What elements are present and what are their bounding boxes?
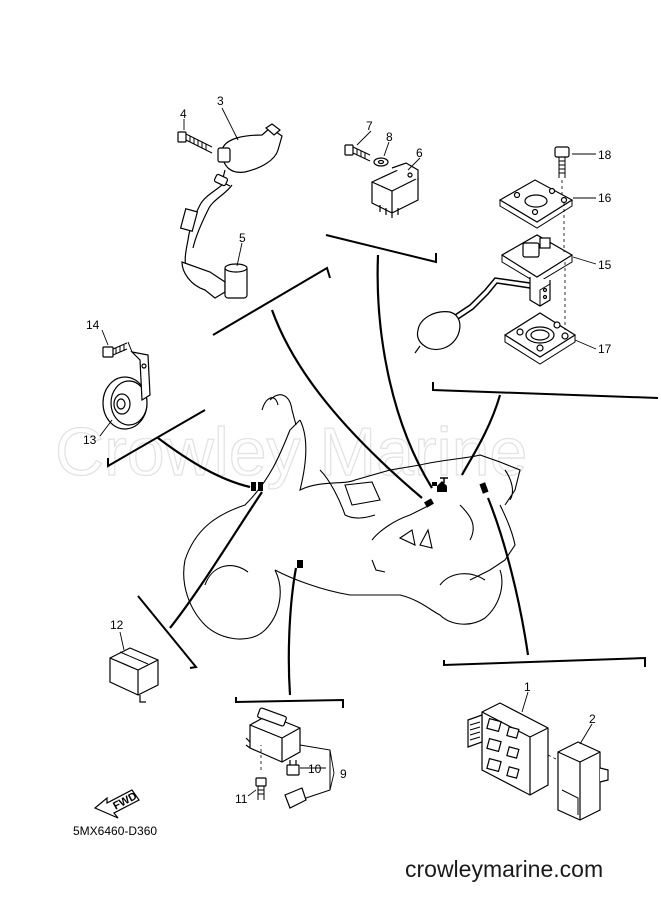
callout-15: 15 <box>598 258 612 272</box>
website-text: crowleymarine.com <box>405 856 603 882</box>
callout-4: 4 <box>180 107 187 121</box>
washer-part-8 <box>373 157 389 167</box>
callout-18: 18 <box>598 148 612 162</box>
forward-arrow-icon: FWD <box>93 789 140 819</box>
callout-7: 7 <box>366 119 373 133</box>
horn-part-13 <box>102 341 151 430</box>
callout-12: 12 <box>110 618 124 632</box>
guide-lines <box>561 180 566 330</box>
callout-13: 13 <box>83 433 97 447</box>
ignition-coil-part <box>179 123 283 299</box>
bolt-part-4 <box>177 131 213 154</box>
callout-17: 17 <box>598 342 612 356</box>
fuel-sender-part-15 <box>414 234 574 354</box>
relay-part-6 <box>371 162 419 218</box>
callout-6: 6 <box>416 146 423 160</box>
callout-leaders <box>99 107 597 797</box>
group-brackets <box>107 234 659 708</box>
callout-14: 14 <box>86 318 100 332</box>
callout-11: 11 <box>235 792 248 806</box>
leader-lines <box>157 254 530 696</box>
gasket-part-16 <box>498 179 574 229</box>
callout-9-bracket <box>329 749 335 791</box>
fuse-part-10 <box>286 760 300 776</box>
gasket-part-17 <box>503 312 577 365</box>
diagram-code: 5MX6460-D360 <box>73 824 157 838</box>
starter-relay-part-9 <box>245 707 331 809</box>
callout-2: 2 <box>589 712 596 726</box>
screw-part-11 <box>255 745 267 800</box>
callout-3: 3 <box>217 94 224 108</box>
callout-16: 16 <box>598 191 612 205</box>
bolt-part-7 <box>344 144 371 162</box>
callout-10: 10 <box>308 762 322 776</box>
fuse-box-part-1 <box>467 702 549 796</box>
callout-numbers: 3 4 5 7 8 6 18 16 15 17 14 13 12 1 2 10 … <box>83 94 612 806</box>
screw-part-18 <box>554 146 570 178</box>
callout-9: 9 <box>340 767 347 781</box>
relay-part-12 <box>109 647 159 703</box>
callout-5: 5 <box>239 231 246 245</box>
bolt-part-14 <box>102 342 128 358</box>
fuse-box-cover-part-2 <box>547 741 609 821</box>
callout-1: 1 <box>524 680 531 694</box>
scooter-outline <box>183 394 521 640</box>
connector-marks <box>251 477 489 568</box>
fwd-label: FWD <box>111 790 139 812</box>
callout-8: 8 <box>386 130 393 144</box>
